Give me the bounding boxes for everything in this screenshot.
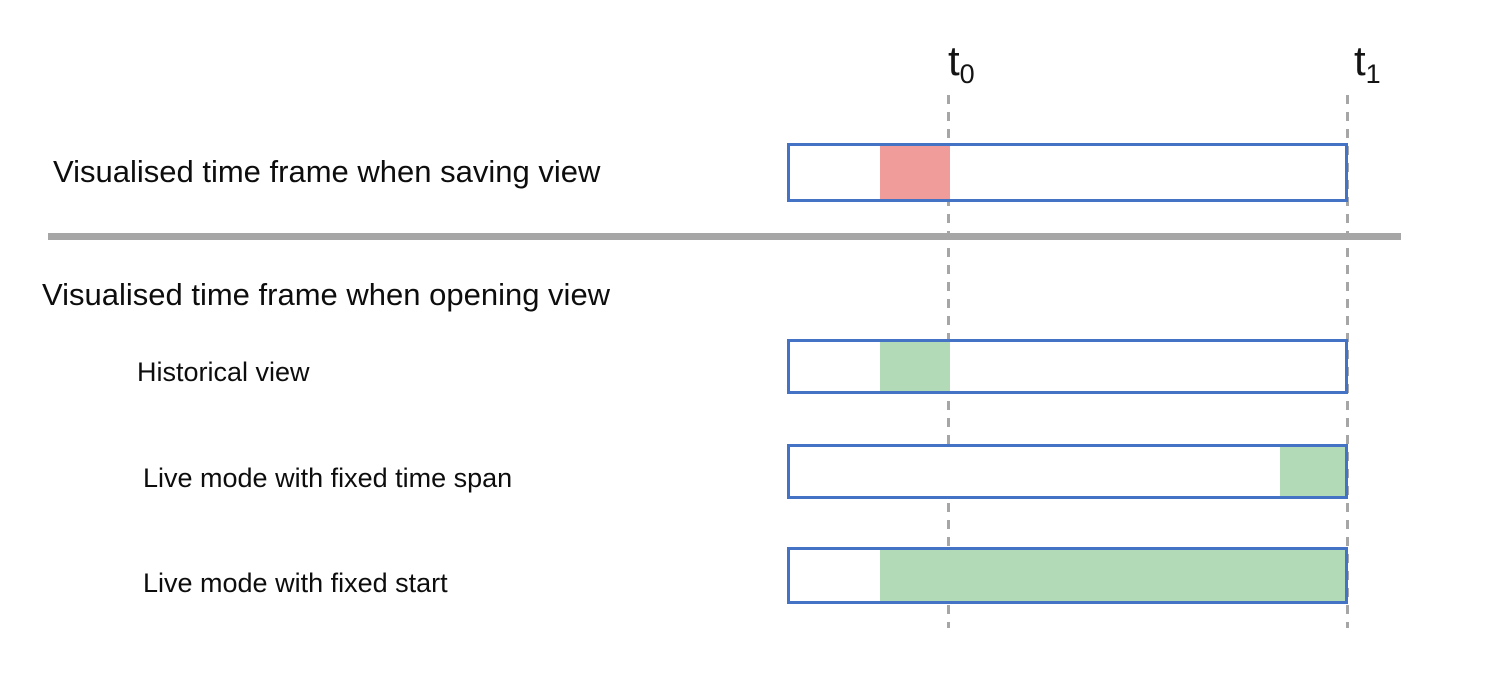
live-fixed-span-label: Live mode with fixed time span — [143, 463, 513, 493]
t1-subscript: 1 — [1365, 59, 1381, 89]
saving-highlight-segment — [880, 146, 950, 199]
t1-base: t — [1354, 37, 1366, 84]
live-fixed-start-highlight-segment — [880, 550, 1345, 601]
live-fixed-start-timeline-bar — [787, 547, 1348, 604]
t1-marker-label: t1 — [1354, 40, 1381, 88]
live-fixed-start-label: Live mode with fixed start — [143, 568, 448, 598]
live-fixed-span-timeline-bar — [787, 444, 1348, 499]
t0-subscript: 0 — [959, 59, 975, 89]
opening-section-title: Visualised time frame when opening view — [42, 277, 611, 312]
t0-base: t — [948, 37, 960, 84]
historical-view-label: Historical view — [137, 357, 310, 387]
saving-timeline-bar — [787, 143, 1348, 202]
t0-marker-label: t0 — [948, 40, 975, 88]
live-fixed-span-highlight-segment — [1280, 447, 1345, 496]
section-divider — [48, 233, 1401, 240]
historical-timeline-bar — [787, 339, 1348, 394]
historical-highlight-segment — [880, 342, 950, 391]
saving-section-title: Visualised time frame when saving view — [53, 154, 601, 189]
